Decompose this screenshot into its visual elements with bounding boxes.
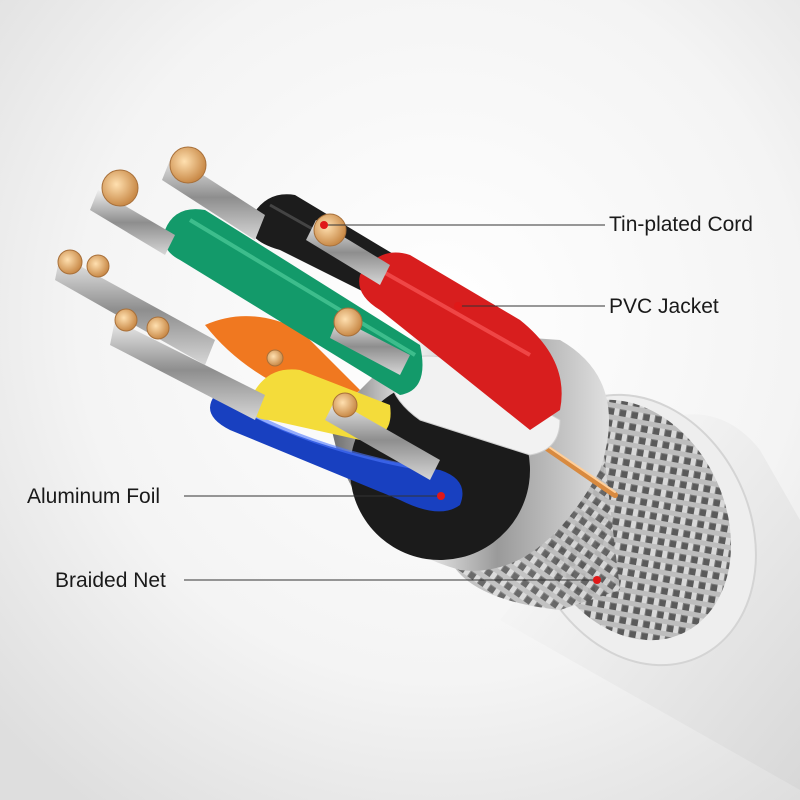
callout-braided-net xyxy=(184,576,601,584)
wire-white xyxy=(388,355,561,456)
callout-tin-plated-cord xyxy=(320,221,605,229)
label-aluminum-foil: Aluminum Foil xyxy=(27,485,161,508)
callout-aluminum-foil xyxy=(184,492,445,500)
label-braided-net: Braided Net xyxy=(55,569,166,592)
wire-red xyxy=(359,252,562,430)
label-tin-plated-cord: Tin-plated Cord xyxy=(609,213,753,236)
label-pvc-jacket: PVC Jacket xyxy=(609,295,719,318)
copper-strands xyxy=(55,146,440,480)
callout-pvc-jacket xyxy=(454,302,605,310)
